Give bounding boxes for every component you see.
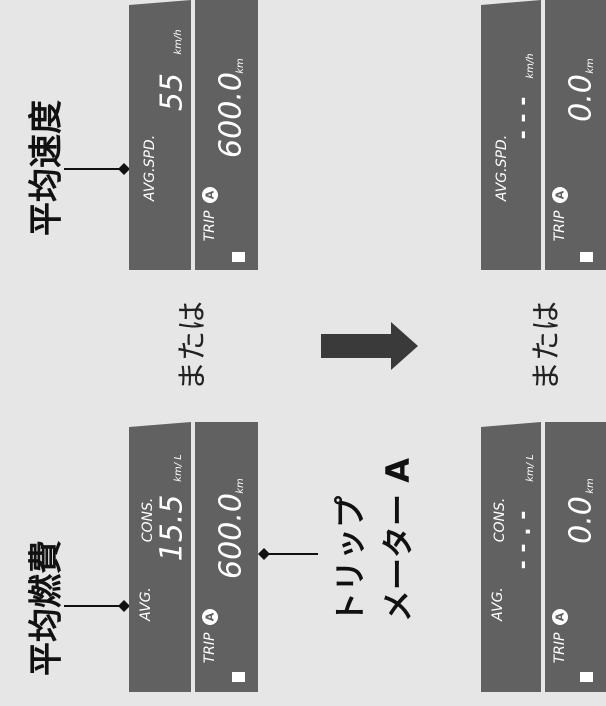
after-speed-unit: km/h	[525, 53, 536, 78]
trip-meter-label-group: トリップ メーター A	[258, 458, 417, 624]
or-text-right: または	[530, 301, 565, 391]
after-fuel-marker	[580, 672, 593, 682]
avg-speed-label-group: 平均速度	[27, 100, 130, 236]
before-fuel-unit: km/ L	[173, 454, 184, 482]
after-speed-marker	[580, 252, 593, 262]
before-speed-panel-left-half	[129, 0, 191, 270]
before-speed-trip-badge	[202, 187, 218, 203]
after-fuel-panel: AVG. CONS. - - . - km/ L TRIP A 0.0 km	[481, 422, 606, 692]
trip-meter-label-line1: トリップ	[331, 495, 369, 624]
after-speed-value: - - -	[511, 97, 536, 140]
or-text-left: または	[176, 301, 211, 391]
before-fuel-avg-label: AVG.	[138, 587, 154, 622]
before-speed-value: 55	[155, 73, 190, 111]
before-fuel-cons-label: CONS.	[140, 498, 156, 543]
before-fuel-marker	[232, 672, 245, 682]
after-fuel-trip-label: TRIP	[552, 632, 568, 663]
after-speed-trip-badge-letter: A	[554, 190, 567, 199]
before-speed-trip-value: 600.0	[214, 72, 249, 158]
after-fuel-unit: km/ L	[525, 454, 536, 482]
before-fuel-value: 15.5	[155, 495, 190, 562]
after-fuel-cons-label: CONS.	[492, 498, 508, 543]
after-speed-trip-badge	[552, 187, 568, 203]
after-speed-trip-unit: km	[585, 58, 596, 74]
before-fuel-trip-badge	[202, 609, 218, 625]
after-fuel-value: - - . -	[511, 511, 536, 570]
before-speed-trip-badge-letter: A	[204, 190, 217, 199]
trip-leader-diamond	[258, 548, 270, 560]
transition-arrow	[321, 322, 418, 370]
before-speed-marker	[232, 252, 245, 262]
avg-fuel-label-group: 平均燃費	[27, 540, 130, 676]
before-speed-trip-label: TRIP	[202, 210, 218, 241]
after-speed-trip-label: TRIP	[552, 210, 568, 241]
before-speed-avg-spd-label: AVG.SPD.	[142, 135, 158, 202]
after-fuel-trip-unit: km	[585, 478, 596, 494]
before-speed-unit: km/h	[173, 29, 184, 54]
before-speed-trip-unit: km	[235, 58, 246, 74]
after-speed-panel: AVG.SPD. - - - km/h TRIP A 0.0 km	[481, 0, 606, 270]
after-fuel-trip-badge-letter: A	[554, 612, 567, 621]
after-fuel-trip-value: 0.0	[564, 496, 599, 544]
after-speed-trip-value: 0.0	[564, 74, 599, 122]
after-speed-avg-spd-label: AVG.SPD.	[494, 135, 510, 202]
avg-speed-leader-diamond	[118, 163, 130, 175]
trip-meter-label-line2: メーター A	[379, 458, 417, 622]
after-fuel-avg-label: AVG.	[490, 587, 506, 622]
avg-fuel-leader-diamond	[118, 600, 130, 612]
before-fuel-panel-left-half	[129, 422, 191, 692]
after-fuel-trip-badge	[552, 609, 568, 625]
after-speed-panel-left-half	[481, 0, 541, 270]
after-fuel-panel-left-half	[481, 422, 541, 692]
avg-fuel-label: 平均燃費	[27, 540, 67, 676]
before-fuel-trip-unit: km	[235, 478, 246, 494]
before-fuel-trip-value: 600.0	[214, 493, 249, 579]
before-fuel-trip-label: TRIP	[202, 632, 218, 663]
avg-speed-label: 平均速度	[27, 100, 67, 236]
before-fuel-panel: AVG. CONS. 15.5 km/ L TRIP A 600.0 km	[129, 422, 258, 692]
before-fuel-trip-badge-letter: A	[204, 612, 217, 621]
before-speed-panel: AVG.SPD. 55 km/h TRIP A 600.0 km	[129, 0, 258, 270]
